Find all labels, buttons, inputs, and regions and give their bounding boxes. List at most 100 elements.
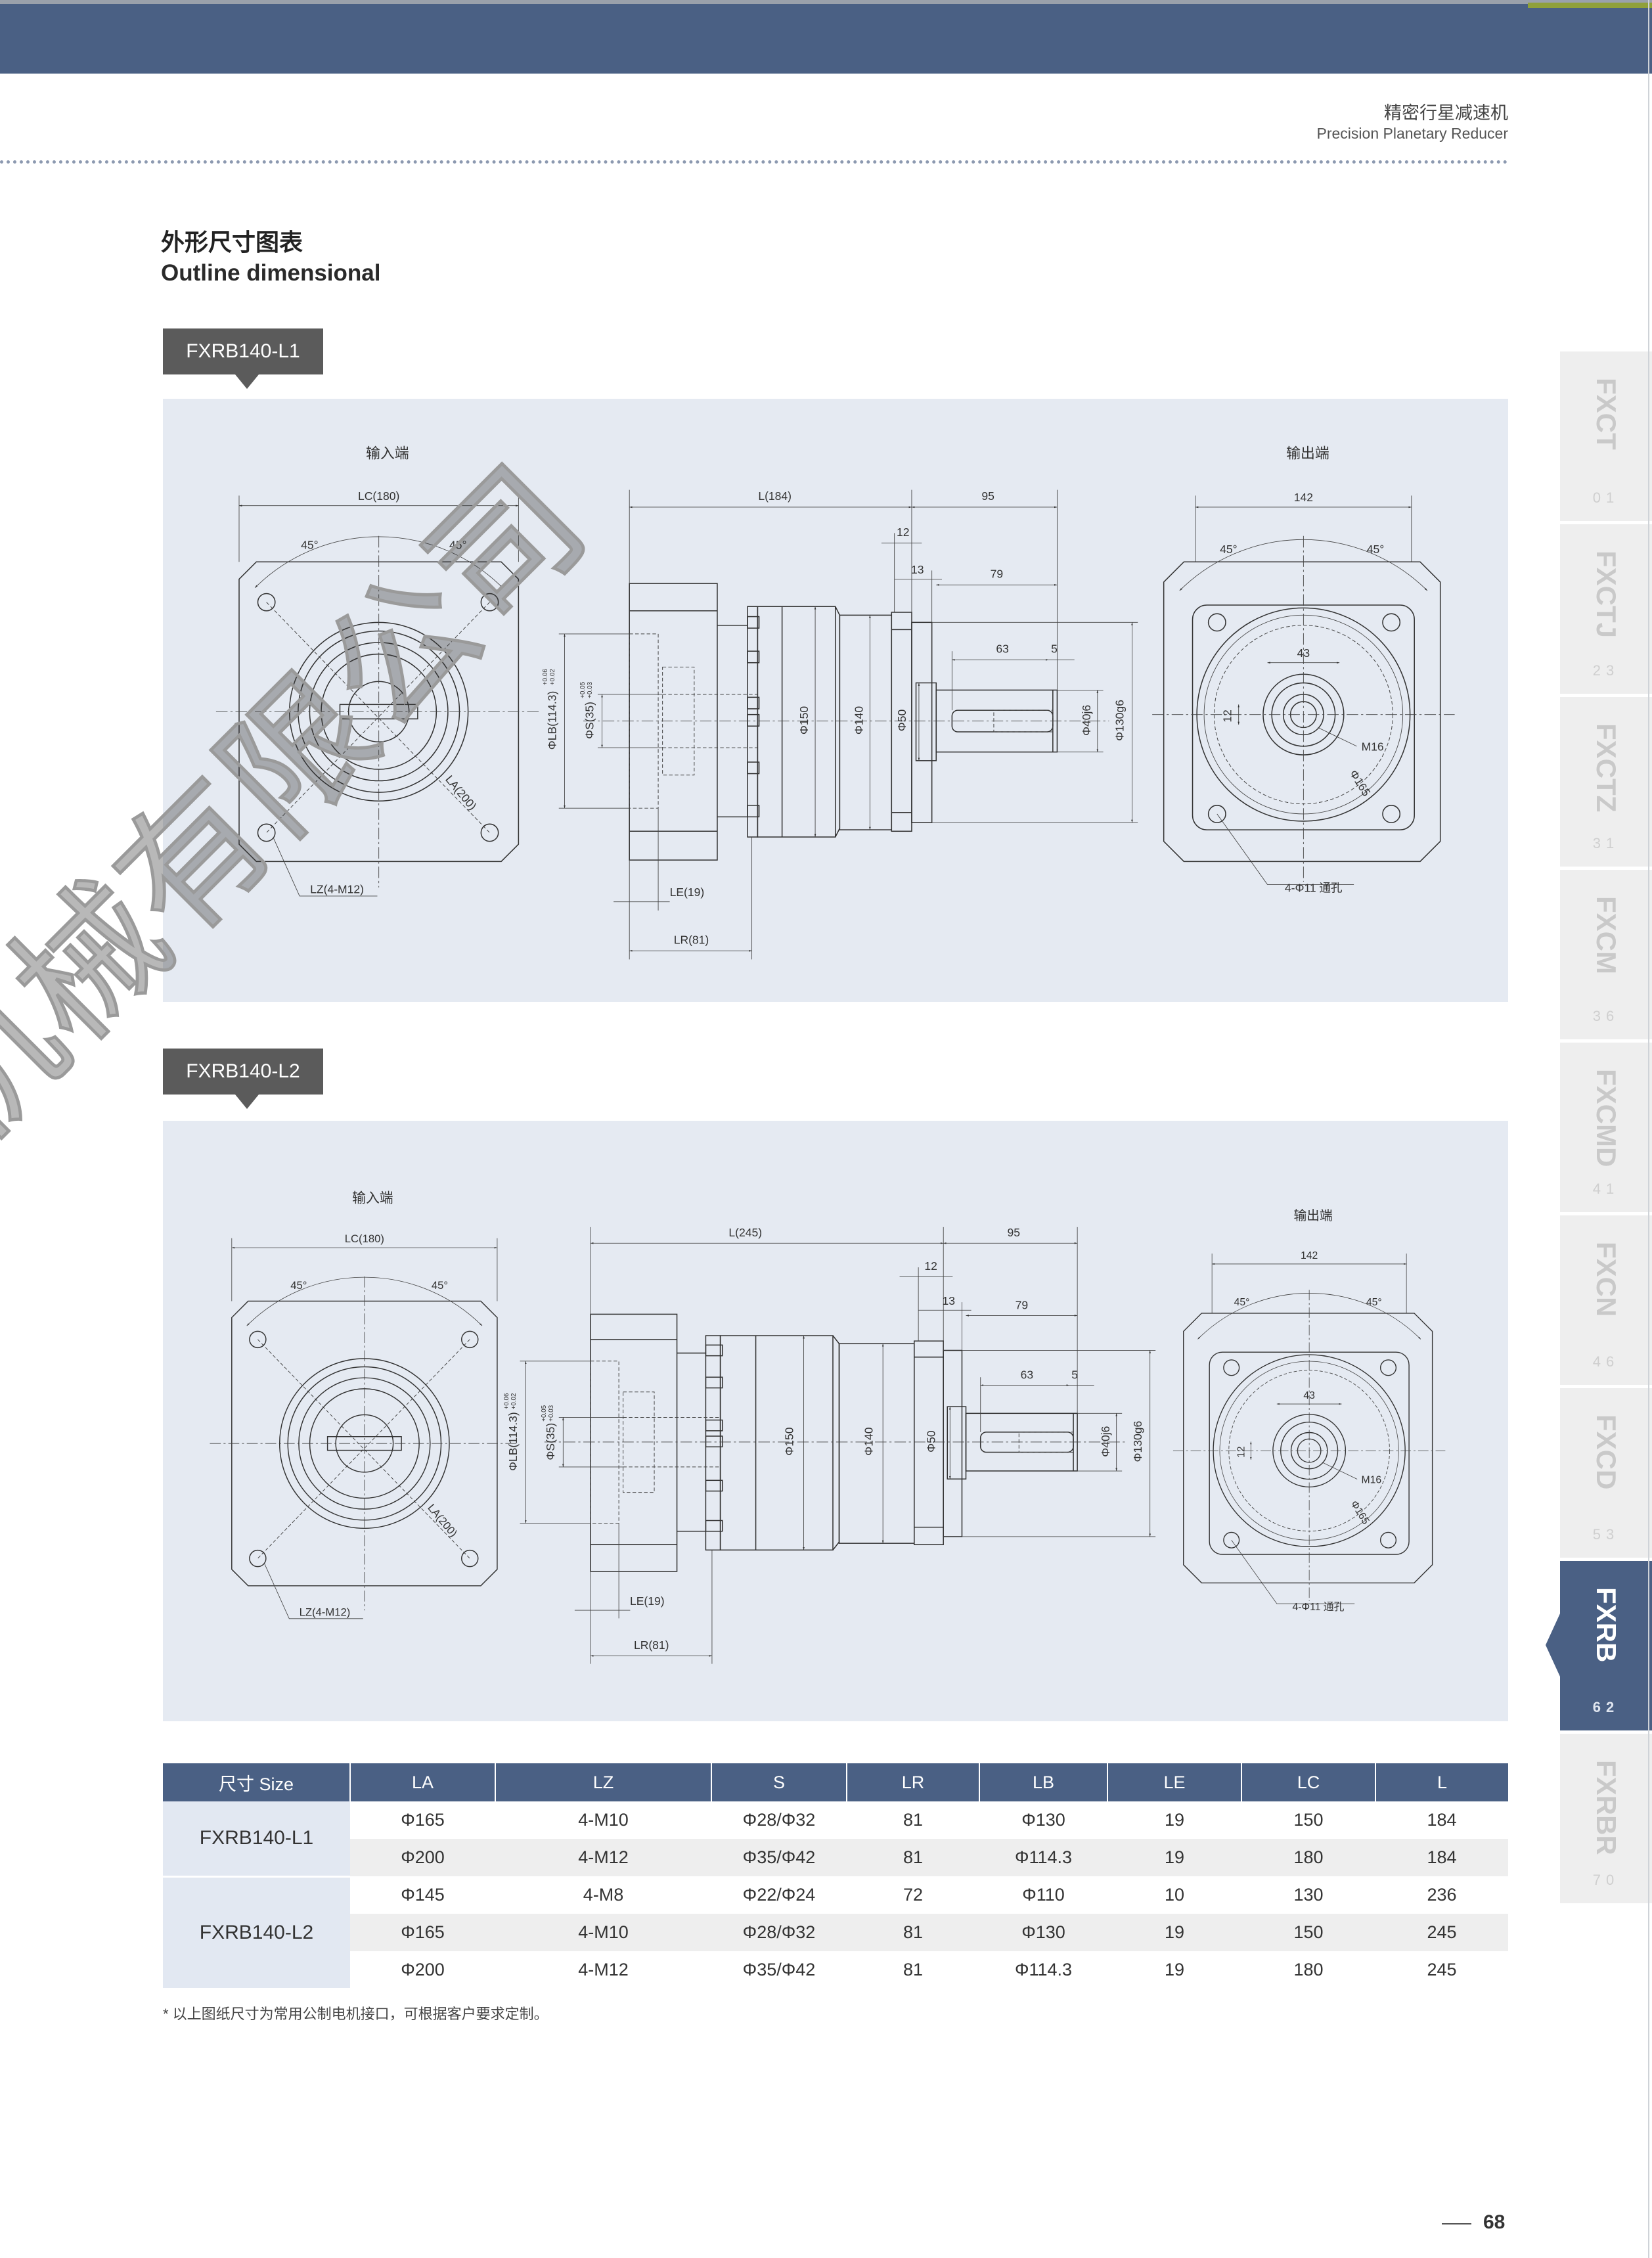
sidebar-tab-label: FXCTZ	[1591, 723, 1622, 813]
table-cell: 19	[1164, 1960, 1185, 1979]
header-title-cn: 精密行星减速机	[1384, 103, 1508, 123]
col-header-le: LE	[1107, 1763, 1241, 1801]
sidebar-tab-page: 46	[1592, 1353, 1620, 1370]
page-number: 68	[1483, 2211, 1506, 2233]
sidebar-tab-fxrb[interactable]: FXRB 62	[1546, 1561, 1652, 1730]
table-cell: 184	[1375, 1839, 1508, 1876]
sidebar-tab-page: 23	[1592, 662, 1620, 679]
table-cell: 184	[1427, 1810, 1457, 1830]
col-header-lz: LZ	[495, 1763, 711, 1801]
page-edge	[1648, 0, 1649, 2258]
table-cell: Φ110	[1022, 1885, 1065, 1905]
table-cell: 236	[1427, 1885, 1457, 1905]
sidebar-tab-fxrbr[interactable]: FXRBR 70	[1560, 1734, 1652, 1903]
sidebar-tab-page: 31	[1592, 835, 1620, 851]
table-cell: 245	[1375, 1914, 1508, 1951]
table-cell: Φ145	[401, 1885, 445, 1905]
sidebar-tab-page: 01	[1592, 489, 1620, 506]
col-header-lr: LR	[846, 1763, 979, 1801]
table-cell: 72	[903, 1885, 924, 1905]
table-cell: Φ35/Φ42	[711, 1839, 847, 1876]
section-title-cn: 外形尺寸图表	[161, 229, 303, 256]
table-cell: Φ165	[401, 1810, 445, 1830]
col-header-size: 尺寸 Size	[163, 1763, 350, 1801]
table-cell: Φ130	[1021, 1810, 1065, 1830]
header-title-en: Precision Planetary Reducer	[1316, 125, 1508, 142]
table-cell: Φ35/Φ42	[742, 1960, 816, 1979]
table-cell: 245	[1427, 1960, 1457, 1979]
table-cell: 19	[1107, 1914, 1241, 1951]
table-header-row: 尺寸 Size LA LZ S LR LB LE LC L	[163, 1763, 1508, 1801]
sidebar-tab-page: 53	[1592, 1526, 1620, 1543]
header-accent	[1528, 3, 1652, 8]
row-group-model: FXRB140-L1	[163, 1801, 350, 1878]
header-band	[0, 4, 1652, 74]
sidebar-tab-label: FXCTJ	[1591, 551, 1622, 639]
sidebar-tab-page: 36	[1592, 1008, 1620, 1024]
top-edge	[0, 0, 1652, 4]
table-cell: 150	[1241, 1914, 1375, 1951]
spec-table: 尺寸 Size LA LZ S LR LB LE LC L FXRB140-L1…	[163, 1763, 1508, 1990]
sidebar-tab-label: FXCM	[1591, 896, 1622, 974]
table-cell: Φ165	[350, 1914, 495, 1951]
table-cell: 4-M12	[578, 1960, 629, 1979]
sidebar-tab-label: FXRBR	[1591, 1760, 1622, 1855]
col-header-s: S	[711, 1763, 847, 1801]
col-header-lb: LB	[979, 1763, 1107, 1801]
table-cell: 150	[1293, 1810, 1324, 1830]
table-cell: 19	[1164, 1810, 1185, 1830]
dotted-divider	[0, 160, 1508, 164]
table-row: Φ200 4-M12 Φ35/Φ42 81 Φ114.3 19 180 245	[163, 1951, 1508, 1989]
table-cell: 180	[1241, 1839, 1375, 1876]
col-header-l: L	[1375, 1763, 1508, 1801]
sidebar-tab-fxcmd[interactable]: FXCMD 41	[1560, 1043, 1652, 1212]
table-cell: Φ28/Φ32	[711, 1914, 847, 1951]
sidebar-tab-label: FXCT	[1591, 378, 1622, 450]
col-header-la: LA	[349, 1763, 495, 1801]
sidebar-tab-page: 70	[1592, 1872, 1620, 1888]
table-cell: Φ22/Φ24	[742, 1885, 816, 1905]
row-group-model: FXRB140-L2	[163, 1876, 350, 1990]
drawing-panel-l1	[163, 399, 1508, 1002]
sidebar-tab-label: FXRB	[1591, 1587, 1622, 1663]
sidebar-tab-page: 62	[1592, 1699, 1620, 1715]
footnote: * 以上图纸尺寸为常用公制电机接口，可根据客户要求定制。	[163, 2006, 548, 2022]
table-cell: Φ200	[350, 1839, 495, 1876]
table-cell: 81	[847, 1914, 979, 1951]
sidebar-tab-fxct[interactable]: FXCT 01	[1560, 351, 1652, 521]
table-cell: Φ114.3	[979, 1839, 1107, 1876]
model-tag-l1: FXRB140-L1	[163, 328, 323, 389]
model-tag-l2: FXRB140-L2	[163, 1049, 323, 1109]
table-cell: 4-M10	[578, 1810, 629, 1830]
sidebar-tab-fxcd[interactable]: FXCD 53	[1560, 1388, 1652, 1558]
table-cell: Φ130	[979, 1914, 1107, 1951]
sidebar-tab-fxctj[interactable]: FXCTJ 23	[1560, 524, 1652, 694]
table-cell: 180	[1293, 1960, 1324, 1979]
col-header-lc: LC	[1241, 1763, 1375, 1801]
sidebar-tab-label: FXCD	[1591, 1414, 1622, 1490]
table-cell: 4-M10	[495, 1914, 711, 1951]
sidebar-tab-label: FXCMD	[1591, 1069, 1622, 1167]
table-cell: 4-M8	[583, 1885, 624, 1905]
sidebar-tab-label: FXCN	[1591, 1242, 1622, 1317]
table-cell: 10	[1164, 1885, 1185, 1905]
table-cell: 81	[903, 1960, 924, 1979]
sidebar-tab-fxctz[interactable]: FXCTZ 31	[1560, 697, 1652, 867]
drawing-panel-l2	[163, 1121, 1508, 1721]
table-row: FXRB140-L1 Φ165 4-M10 Φ28/Φ32 81 Φ130 19 150 184	[163, 1801, 1508, 1878]
sidebar-tab-page: 41	[1592, 1181, 1620, 1197]
table-cell: Φ200	[401, 1960, 445, 1979]
table-cell: 81	[903, 1810, 924, 1830]
table-cell: 81	[847, 1839, 979, 1876]
table-cell: Φ114.3	[1014, 1960, 1073, 1979]
page-number-rule	[1442, 2223, 1471, 2224]
table-cell: 19	[1107, 1839, 1241, 1876]
table-cell: Φ28/Φ32	[742, 1810, 816, 1830]
sidebar-tab-fxcm[interactable]: FXCM 36	[1560, 870, 1652, 1039]
sidebar-tab-fxcn[interactable]: FXCN 46	[1560, 1215, 1652, 1385]
table-cell: 4-M12	[495, 1839, 711, 1876]
